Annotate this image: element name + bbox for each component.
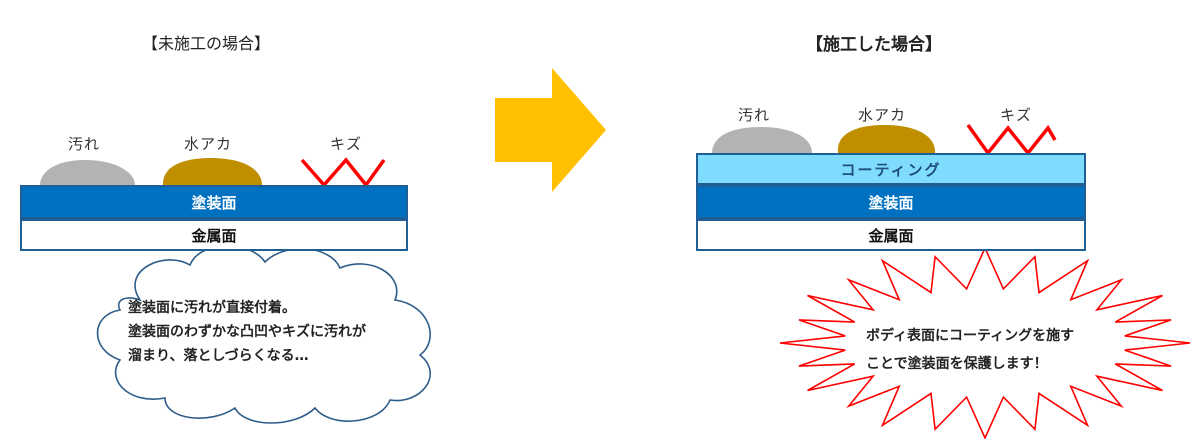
title-treated: 【施工した場合】 xyxy=(806,35,942,55)
label-dirt: 汚れ xyxy=(68,135,101,153)
water-stain-blob xyxy=(162,158,262,185)
cloud-line: 塗装面のわずかな凸凹やキズに汚れが xyxy=(128,324,366,340)
burst-line: ことで塗装面を保護します！ xyxy=(866,356,1048,372)
arrow-right-icon xyxy=(495,68,606,192)
coating-layer: コーティング xyxy=(696,153,1086,185)
speech-burst xyxy=(779,246,1191,439)
label-water-stain: 水アカ xyxy=(858,106,907,124)
paint-layer: 塗装面 xyxy=(20,185,408,219)
burst-text: ボディ表面にコーティングを施す ことで塗装面を保護します！ xyxy=(866,322,1074,378)
cloud-text: 塗装面に汚れが直接付着。 塗装面のわずかな凸凹やキズに汚れが 溜まり、落としづら… xyxy=(128,296,366,368)
scratch-zigzag xyxy=(966,123,1057,156)
water-stain-blob xyxy=(837,125,936,153)
cloud-line: 溜まり、落としづらくなる… xyxy=(128,348,309,364)
label-scratch: キズ xyxy=(1000,106,1033,124)
metal-layer: 金属面 xyxy=(20,219,408,251)
dirt-blob xyxy=(712,127,812,153)
dirt-blob xyxy=(40,160,135,185)
title-untreated: 【未施工の場合】 xyxy=(142,34,271,53)
scratch-zigzag xyxy=(300,157,386,188)
paint-layer: 塗装面 xyxy=(696,185,1086,219)
label-scratch: キズ xyxy=(330,135,363,153)
burst-line: ボディ表面にコーティングを施す xyxy=(866,328,1075,344)
metal-layer: 金属面 xyxy=(696,219,1086,251)
label-water-stain: 水アカ xyxy=(184,135,233,153)
cloud-line: 塗装面に汚れが直接付着。 xyxy=(128,300,296,316)
label-dirt: 汚れ xyxy=(738,106,771,124)
thought-cloud xyxy=(96,245,432,424)
